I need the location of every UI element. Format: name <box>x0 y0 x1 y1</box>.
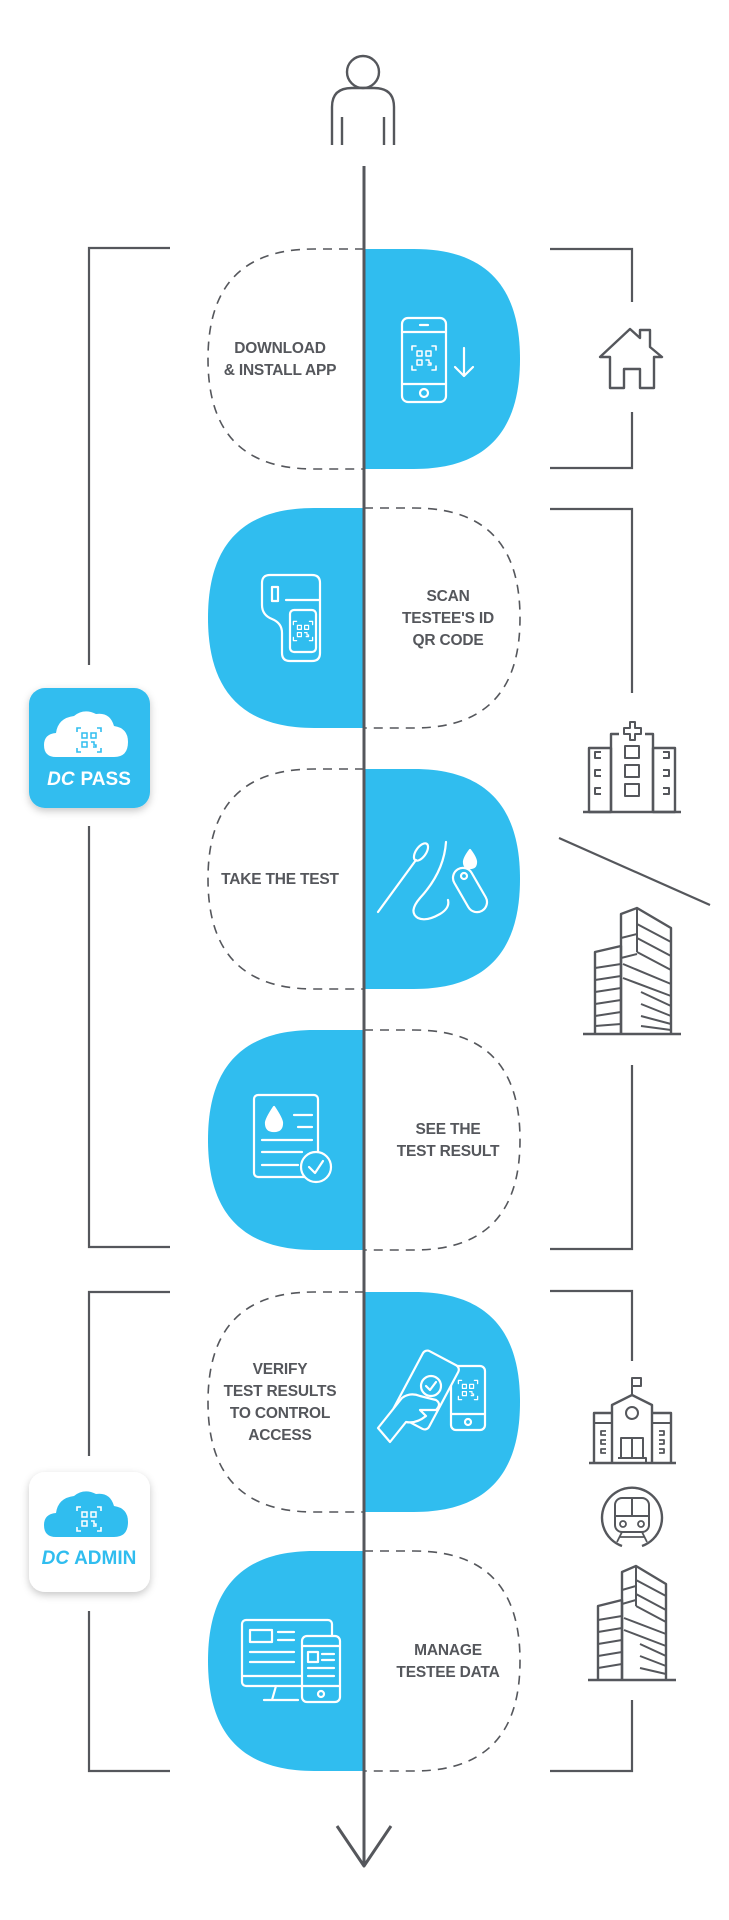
home-icon <box>598 327 664 390</box>
office-building-icon <box>588 1564 676 1682</box>
step-label-line: VERIFY <box>253 1361 309 1378</box>
step-label-line: TO CONTROL <box>230 1405 330 1422</box>
step-text-outline <box>207 1291 364 1513</box>
step-text-outline <box>364 1550 521 1772</box>
nasal-swab-test-icon <box>376 840 489 921</box>
step-label-line: TESTEE DATA <box>396 1664 499 1681</box>
app-brand: DC <box>42 1548 70 1569</box>
divider-line <box>558 836 711 907</box>
cloud-qr-icon <box>44 711 128 757</box>
bracket-venues <box>550 1289 634 1773</box>
bracket-facility <box>550 507 634 1251</box>
step-icon-panel <box>364 249 520 469</box>
step-label-line: TEST RESULTS <box>224 1383 337 1400</box>
desktop-mobile-icon <box>240 1618 342 1704</box>
step-label-line: SCAN <box>426 588 469 605</box>
step-label-line: ACCESS <box>248 1427 311 1444</box>
id-scanner-icon <box>260 573 322 663</box>
step-label: TAKE THE TEST <box>221 871 339 888</box>
step-text-outline <box>207 768 364 990</box>
step-2 <box>208 507 521 729</box>
step-label: SEE THE TEST RESULT <box>397 1121 500 1160</box>
step-label-line: & INSTALL APP <box>224 362 337 379</box>
step-text-outline <box>364 1029 521 1251</box>
app-name: PASS <box>81 769 131 790</box>
phone-download-icon <box>400 316 475 404</box>
step-label-line: TESTEE'S ID <box>402 610 494 627</box>
step-label-line: QR CODE <box>413 632 484 649</box>
step-text-outline <box>364 507 521 729</box>
step-label-line: DOWNLOAD <box>234 340 325 357</box>
train-station-icon <box>600 1486 664 1548</box>
bracket-pass <box>87 246 170 1249</box>
cloud-qr-icon <box>44 1491 128 1537</box>
step-label-line: MANAGE <box>414 1642 482 1659</box>
bracket-home <box>550 247 634 470</box>
app-name: ADMIN <box>74 1548 136 1569</box>
step-labels: DOWNLOAD & INSTALL APP SCAN TESTEE'S ID QR C… <box>221 340 500 1681</box>
step-label: DOWNLOAD & INSTALL APP <box>224 340 337 379</box>
step-1 <box>207 248 520 470</box>
app-badge-pass: DC PASS <box>29 688 150 808</box>
user-icon <box>330 54 396 145</box>
step-label-line: SEE THE <box>416 1121 481 1138</box>
step-label: SCAN TESTEE'S ID QR CODE <box>402 588 494 649</box>
step-label: MANAGE TESTEE DATA <box>396 1642 499 1681</box>
hospital-icon <box>583 721 681 814</box>
phone-verify-icon <box>376 1349 487 1444</box>
arrow-down-icon <box>335 1825 393 1868</box>
step-3 <box>207 768 520 990</box>
steps <box>207 248 521 1772</box>
app-brand: DC <box>47 769 75 790</box>
step-label-line: TEST RESULT <box>397 1143 500 1160</box>
office-building-icon <box>583 906 681 1036</box>
step-icon-panel <box>208 508 364 728</box>
test-result-document-icon <box>252 1093 333 1184</box>
step-label-line: TAKE THE TEST <box>221 871 339 888</box>
bracket-admin <box>87 1290 170 1773</box>
school-icon <box>589 1377 676 1465</box>
step-icon-panel <box>364 769 520 989</box>
step-text-outline <box>207 248 364 470</box>
step-label: VERIFY TEST RESULTS TO CONTROL ACCESS <box>224 1361 337 1444</box>
